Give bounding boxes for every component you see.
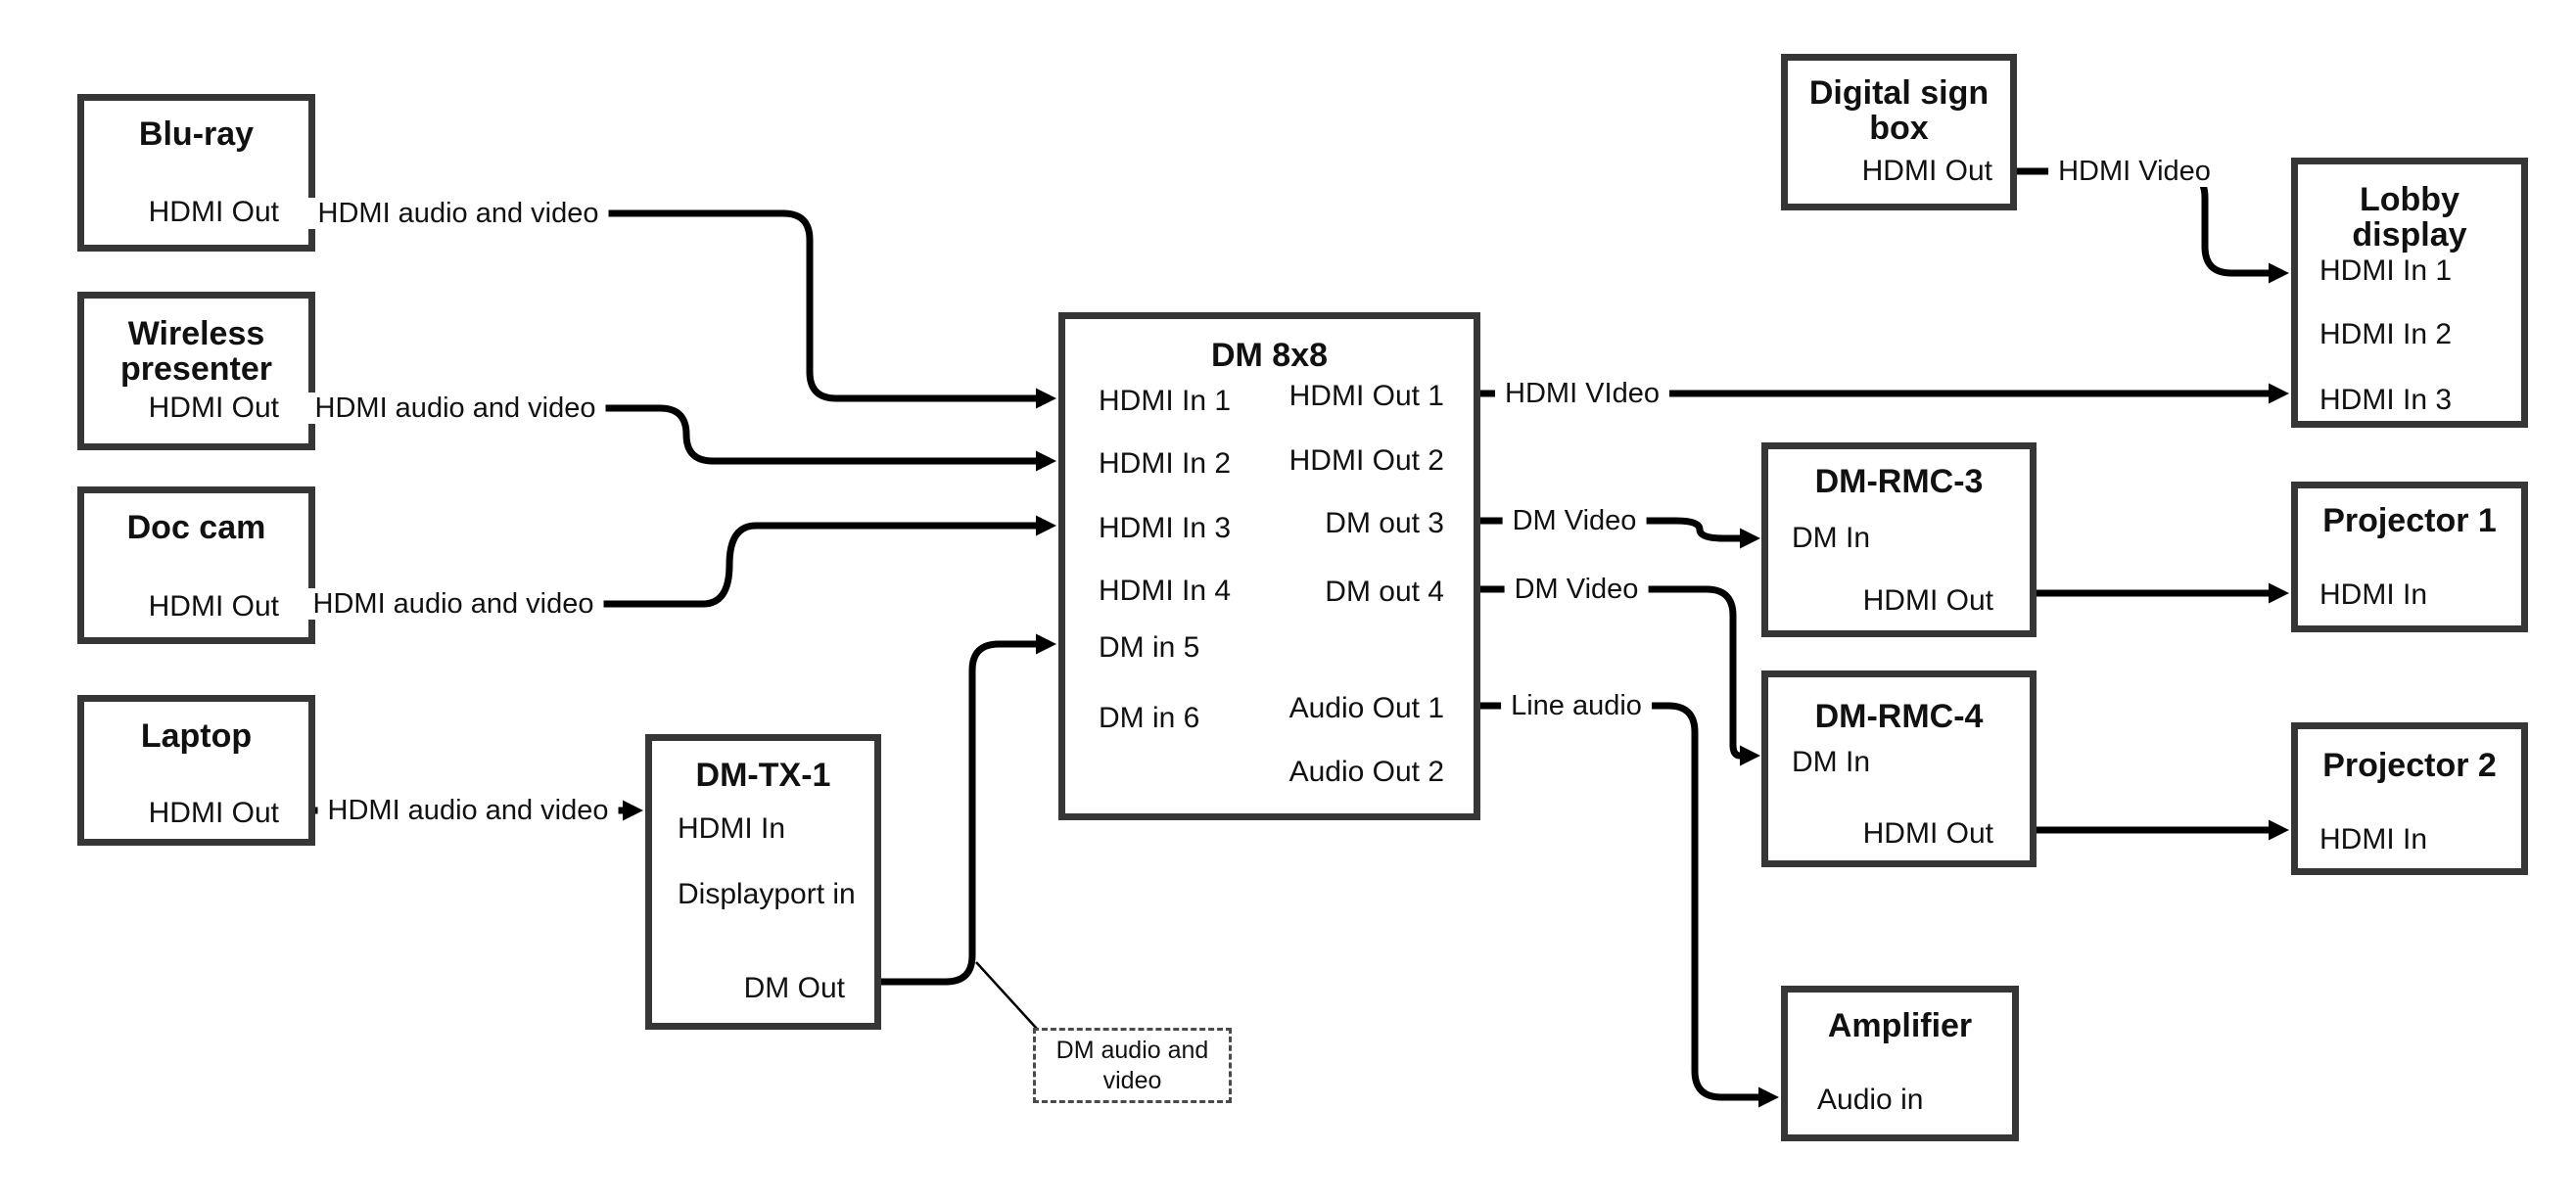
wire-label-bluray-feed: HDMI audio and video — [307, 198, 609, 229]
node-title: Doc cam — [126, 509, 266, 546]
node-wireless-presenter: Wireless presenter HDMI Out — [77, 292, 315, 450]
node-title: DM-RMC-3 — [1814, 463, 1984, 500]
wire-label-audio-out1-feed: Line audio — [1501, 690, 1652, 721]
port-rmc3-dm-in: DM In — [1792, 522, 1871, 554]
port-projector2-hdmi-in: HDMI In — [2319, 823, 2428, 855]
node-dm-tx-1: DM-TX-1 HDMI In Displayport in DM Out — [645, 734, 881, 1030]
port-dm8x8-hdmi-in-1: HDMI In 1 — [1099, 385, 1232, 417]
wire-label-digitalsign-feed: HDMI Video — [2048, 156, 2221, 187]
port-lobby-hdmi-in-1: HDMI In 1 — [2319, 254, 2453, 287]
wire-dm8x8-audioout1-to-amplifier — [1480, 702, 1779, 1108]
node-projector-1: Projector 1 HDMI In — [2291, 482, 2528, 632]
port-dmtx1-hdmi-in: HDMI In — [678, 812, 786, 845]
port-wireless-hdmi-out: HDMI Out — [148, 392, 279, 424]
port-projector1-hdmi-in: HDMI In — [2319, 578, 2428, 611]
node-title: DM 8x8 — [1210, 337, 1329, 374]
port-dmtx1-displayport-in: Displayport in — [678, 878, 856, 910]
port-dm8x8-dm-out-3: DM out 3 — [1325, 507, 1444, 539]
port-bluray-hdmi-out: HDMI Out — [148, 196, 279, 228]
port-dm8x8-dm-in-6: DM in 6 — [1099, 702, 1200, 734]
port-lobby-hdmi-in-3: HDMI In 3 — [2319, 384, 2453, 416]
node-title: DM-TX-1 — [695, 757, 831, 794]
node-title: Projector 1 — [2322, 502, 2497, 539]
note-dm-audio-and-video: DM audio and video — [1033, 1028, 1232, 1103]
port-dm8x8-audio-out-1: Audio Out 1 — [1288, 692, 1444, 724]
wire-wireless-to-dm8x8-in2 — [315, 404, 1056, 472]
port-dm8x8-dm-in-5: DM in 5 — [1099, 631, 1200, 664]
port-dm8x8-hdmi-out-2: HDMI Out 2 — [1288, 444, 1444, 477]
wire-label-doccam-feed: HDMI audio and video — [303, 588, 604, 620]
note-leader-line — [975, 961, 1038, 1030]
port-rmc4-dm-in: DM In — [1792, 746, 1871, 778]
node-title: Wireless presenter — [120, 315, 272, 388]
node-title: Projector 2 — [2322, 747, 2497, 784]
node-laptop: Laptop HDMI Out — [77, 695, 315, 846]
node-lobby-display: Lobby display HDMI In 1 HDMI In 2 HDMI I… — [2291, 158, 2528, 428]
port-dm8x8-audio-out-2: Audio Out 2 — [1288, 756, 1444, 788]
wire-label-hdmi-out1-feed: HDMI VIdeo — [1495, 378, 1669, 409]
node-title: Blu-ray — [138, 115, 255, 153]
port-doccam-hdmi-out: HDMI Out — [148, 590, 279, 623]
wire-bluray-to-dm8x8-in1 — [315, 209, 1056, 409]
port-dm8x8-hdmi-in-2: HDMI In 2 — [1099, 447, 1232, 480]
node-amplifier: Amplifier Audio in — [1781, 986, 2019, 1141]
port-rmc3-hdmi-out: HDMI Out — [1862, 584, 1993, 617]
node-projector-2: Projector 2 HDMI In — [2291, 722, 2528, 875]
node-title: Lobby display — [2352, 181, 2467, 254]
port-rmc4-hdmi-out: HDMI Out — [1862, 817, 1993, 850]
port-dmtx1-dm-out: DM Out — [743, 972, 845, 1004]
wire-dm8x8-dmout4-to-rmc4 — [1480, 585, 1760, 766]
wire-dmtx1-dmout-to-dm8x8-in5 — [881, 633, 1056, 986]
node-title: DM-RMC-4 — [1814, 698, 1984, 735]
node-dm-8x8: DM 8x8 HDMI In 1 HDMI In 2 HDMI In 3 HDM… — [1058, 312, 1480, 820]
port-dm8x8-hdmi-in-4: HDMI In 4 — [1099, 575, 1232, 607]
port-amplifier-audio-in: Audio in — [1817, 1084, 1924, 1116]
node-title: Laptop — [140, 717, 253, 755]
node-dm-rmc-4: DM-RMC-4 DM In HDMI Out — [1761, 670, 2037, 867]
node-title: Digital sign box — [1808, 74, 1990, 147]
node-bluray: Blu-ray HDMI Out — [77, 94, 315, 252]
wire-label-laptop-feed: HDMI audio and video — [317, 795, 619, 826]
wire-doccam-to-dm8x8-in3 — [315, 515, 1056, 608]
port-digitalsign-hdmi-out: HDMI Out — [1861, 155, 1992, 187]
port-dm8x8-hdmi-in-3: HDMI In 3 — [1099, 512, 1232, 544]
port-laptop-hdmi-out: HDMI Out — [148, 797, 279, 829]
port-lobby-hdmi-in-2: HDMI In 2 — [2319, 318, 2453, 350]
wire-label-dm-out3-feed: DM Video — [1502, 505, 1647, 536]
wire-dm8x8-dmout3-to-rmc3 — [1480, 517, 1760, 549]
wire-label-wireless-feed: HDMI audio and video — [304, 393, 606, 424]
port-dm8x8-hdmi-out-1: HDMI Out 1 — [1288, 380, 1444, 412]
wire-label-dm-out4-feed: DM Video — [1504, 574, 1649, 605]
node-dm-rmc-3: DM-RMC-3 DM In HDMI Out — [1761, 442, 2037, 637]
node-doc-cam: Doc cam HDMI Out — [77, 486, 315, 644]
port-dm8x8-dm-out-4: DM out 4 — [1325, 576, 1444, 608]
node-digital-sign-box: Digital sign box HDMI Out — [1781, 54, 2017, 210]
node-title: Amplifier — [1827, 1007, 1973, 1044]
